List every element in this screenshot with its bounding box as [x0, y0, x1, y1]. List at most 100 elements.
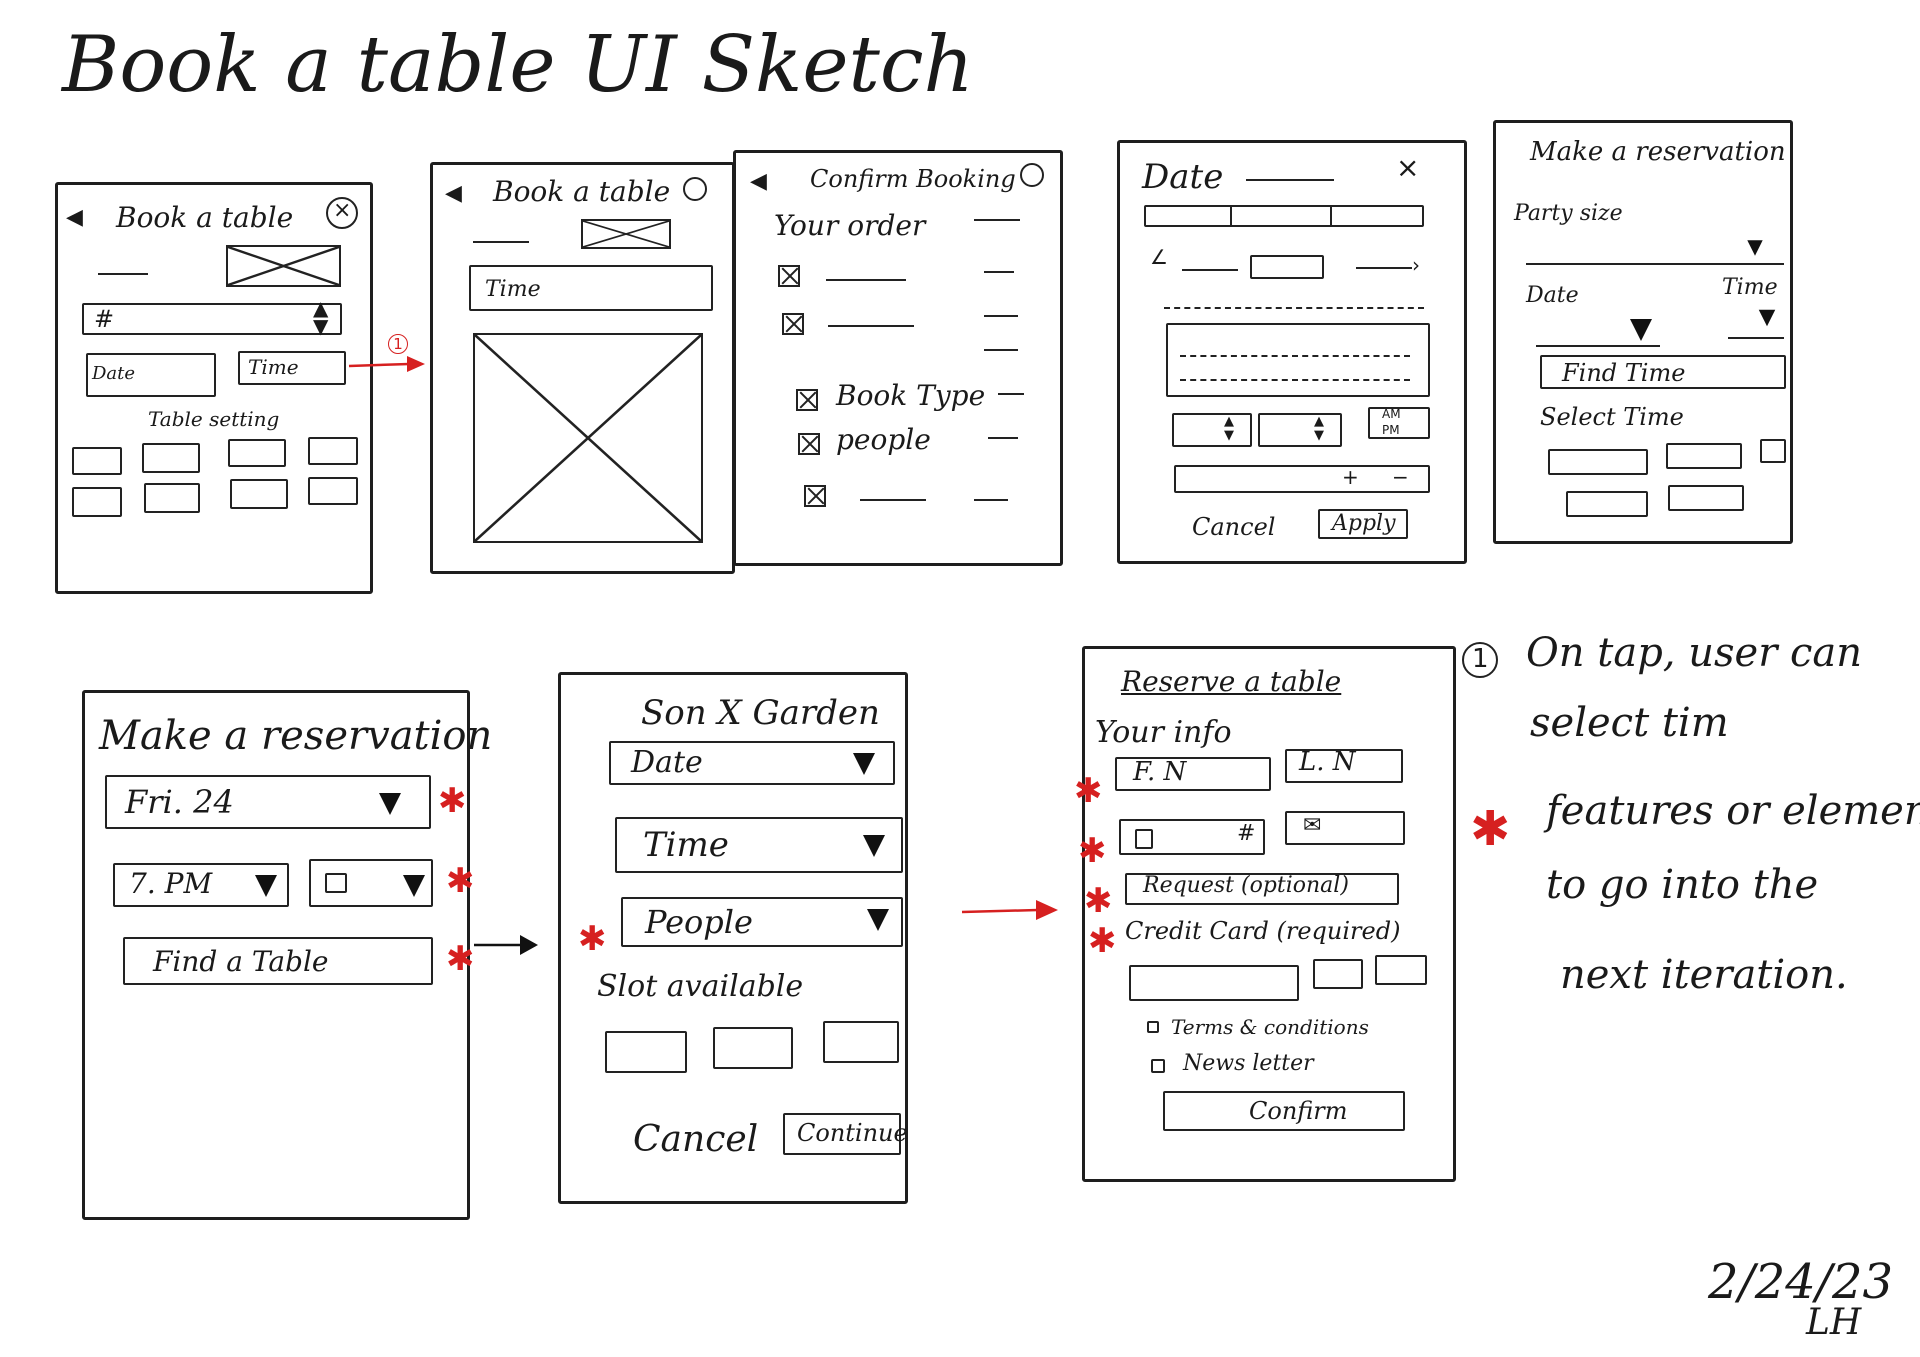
request-field[interactable]	[1125, 873, 1399, 905]
party-size-dropdown-icon[interactable]	[1747, 240, 1763, 256]
segmented-control[interactable]	[1144, 205, 1424, 227]
date-dropdown-icon[interactable]	[379, 793, 401, 815]
email-field[interactable]	[1285, 811, 1405, 845]
order-item-checkbox[interactable]	[782, 313, 804, 335]
am-option[interactable]: AM	[1382, 407, 1401, 421]
table-option[interactable]	[228, 439, 286, 467]
calendar-row	[1180, 355, 1410, 357]
note-marker-number: 1	[1472, 644, 1489, 674]
date-dropdown-icon[interactable]	[1630, 319, 1652, 341]
people-dropdown-icon[interactable]	[867, 909, 889, 931]
time-input-label: Time	[485, 277, 541, 302]
minute-stepper[interactable]	[1258, 413, 1342, 447]
phone-field[interactable]	[1119, 819, 1265, 855]
close-icon[interactable]: ×	[1396, 151, 1420, 184]
close-icon[interactable]	[326, 197, 358, 229]
time-slot[interactable]	[823, 1021, 899, 1063]
continue-button[interactable]	[783, 1113, 901, 1155]
time-slot[interactable]	[1548, 449, 1648, 475]
time-slot[interactable]	[1666, 443, 1742, 469]
book-type-checkbox[interactable]	[796, 389, 818, 411]
am-pm-toggle[interactable]	[1368, 407, 1430, 439]
card-cvc-field[interactable]	[1375, 955, 1427, 985]
hour-stepper-arrows-icon[interactable]: ▲▼	[1224, 414, 1234, 443]
note-marker-circle	[1462, 642, 1498, 678]
order-item-checkbox[interactable]	[778, 265, 800, 287]
date-underline	[1536, 345, 1660, 347]
table-option[interactable]	[72, 487, 122, 517]
party-dropdown-icon[interactable]	[403, 875, 425, 897]
time-dropdown-icon[interactable]	[863, 835, 885, 857]
screen-title: Make a reservation	[99, 713, 493, 759]
placeholder-line	[1246, 179, 1334, 181]
close-icon[interactable]	[683, 177, 707, 201]
screen-make-reservation-2: Make a reservation Fri. 24 7. PM Find a …	[82, 690, 492, 1220]
select-time-label: Select Time	[1540, 403, 1684, 431]
time-slot[interactable]	[1668, 485, 1744, 511]
cancel-button[interactable]: Cancel	[1192, 513, 1276, 541]
time-slot[interactable]	[713, 1027, 793, 1069]
confirm-button[interactable]	[1163, 1091, 1405, 1131]
date-field[interactable]	[86, 353, 216, 397]
time-slot[interactable]	[605, 1031, 687, 1073]
screen-confirm-booking: ◀ Confirm Booking Your order Book Type p…	[733, 150, 1063, 566]
card-number-field[interactable]	[1129, 965, 1299, 1001]
party-size-stepper[interactable]	[82, 303, 342, 335]
time-dropdown-icon[interactable]	[255, 875, 277, 897]
back-arrow-icon[interactable]: ◀	[750, 169, 767, 194]
table-option[interactable]	[72, 447, 122, 475]
cancel-button[interactable]: Cancel	[633, 1119, 759, 1160]
newsletter-checkbox[interactable]	[1151, 1059, 1165, 1073]
time-slot[interactable]	[1760, 439, 1786, 463]
month-selector[interactable]	[1250, 255, 1324, 279]
order-item-checkbox[interactable]	[804, 485, 826, 507]
date-dropdown[interactable]	[609, 741, 895, 785]
time-input[interactable]	[469, 265, 713, 311]
people-dropdown[interactable]	[621, 897, 903, 947]
table-option[interactable]	[142, 443, 200, 473]
find-a-table-button[interactable]	[123, 937, 433, 985]
table-setting-label: Table setting	[148, 407, 280, 431]
calendar-grid[interactable]	[1166, 323, 1430, 397]
apply-button[interactable]	[1318, 509, 1408, 539]
legend-line-1: features or elements	[1546, 788, 1920, 834]
quantity-stepper[interactable]	[1174, 465, 1430, 493]
back-arrow-icon[interactable]: ◀	[445, 181, 462, 206]
prev-month-icon[interactable]: ∠	[1150, 245, 1168, 269]
legend-line-3: next iteration.	[1560, 952, 1848, 998]
table-option[interactable]	[308, 437, 358, 465]
back-arrow-icon[interactable]: ◀	[66, 205, 83, 230]
table-option[interactable]	[230, 479, 288, 509]
party-dropdown[interactable]	[309, 859, 433, 907]
minute-stepper-arrows-icon[interactable]: ▲▼	[1314, 414, 1324, 443]
decrement-button[interactable]: −	[1392, 465, 1409, 489]
date-dropdown-icon[interactable]	[853, 753, 875, 775]
time-dropdown[interactable]	[113, 863, 289, 907]
pm-option[interactable]: PM	[1382, 423, 1400, 437]
screen-son-x-garden: Son X Garden Date Time People Slot avail…	[558, 672, 908, 1204]
time-dropdown[interactable]	[615, 817, 903, 873]
time-slot[interactable]	[1566, 491, 1648, 517]
next-month-icon[interactable]: ›	[1412, 253, 1420, 277]
iteration-star-icon: ✱	[446, 939, 475, 979]
table-option[interactable]	[144, 483, 200, 513]
terms-checkbox[interactable]	[1147, 1021, 1159, 1033]
card-expiry-field[interactable]	[1313, 959, 1363, 989]
close-icon[interactable]	[1020, 163, 1044, 187]
stepper-arrows-icon[interactable]: ▲▼	[313, 296, 329, 338]
segment-divider	[1230, 205, 1232, 227]
people-checkbox[interactable]	[798, 433, 820, 455]
time-dropdown-icon[interactable]	[1758, 309, 1776, 327]
screen-title: Book a table	[493, 175, 671, 208]
first-name-field[interactable]	[1115, 757, 1271, 791]
increment-button[interactable]: +	[1342, 465, 1359, 489]
find-time-button[interactable]	[1540, 355, 1786, 389]
time-field[interactable]	[238, 351, 346, 385]
flow-arrow	[472, 930, 542, 960]
screen-date-picker: Date × ∠ › ▲▼ ▲▼ AM PM + − Cancel Apply	[1117, 140, 1467, 564]
last-name-field[interactable]	[1285, 749, 1403, 783]
hour-stepper[interactable]	[1172, 413, 1252, 447]
table-option[interactable]	[308, 477, 358, 505]
date-dropdown[interactable]	[105, 775, 431, 829]
date-dropdown-value: Fri. 24	[125, 783, 234, 821]
